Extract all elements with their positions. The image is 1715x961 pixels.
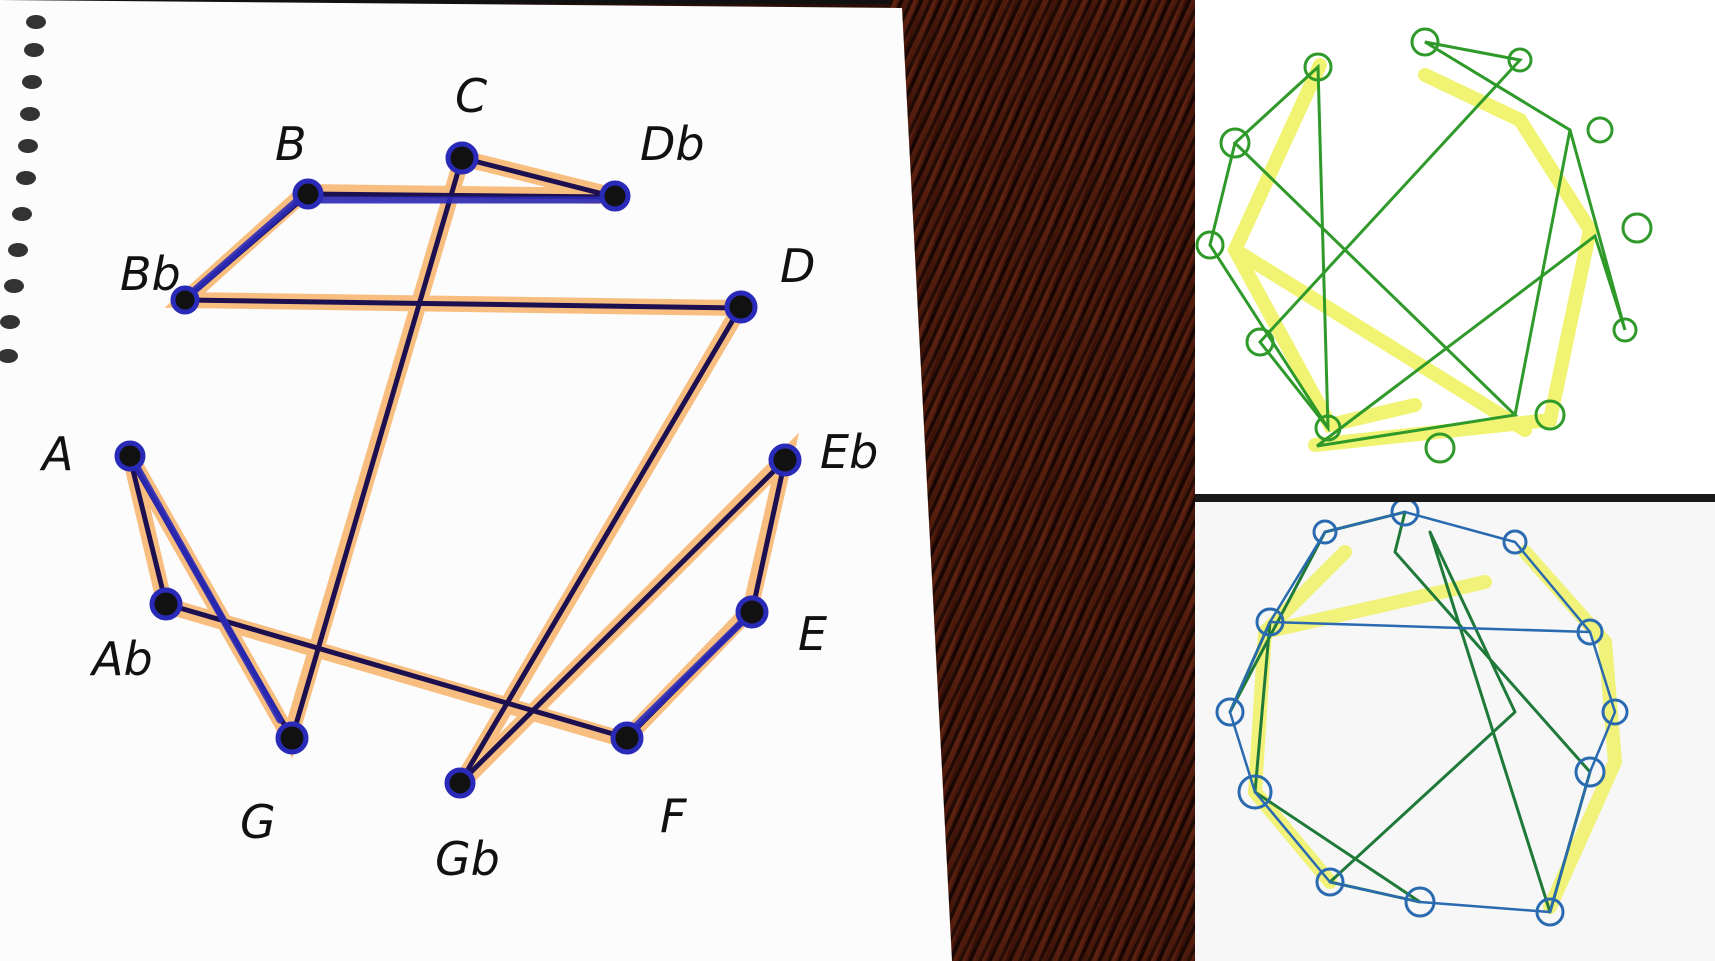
spiral-binding: [0, 15, 46, 363]
note-labels: C Db D Eb E F Gb G Ab A Bb B: [39, 69, 878, 886]
label-d: D: [780, 239, 815, 293]
node-3: [1195, 230, 1225, 260]
label-a: A: [39, 427, 73, 481]
node-ab: [149, 587, 183, 621]
node-9: [1621, 212, 1653, 244]
node-b: [292, 178, 324, 210]
node-8: [1315, 867, 1345, 897]
connection-lines: [127, 155, 788, 786]
node-7: [1404, 886, 1436, 918]
node-11: [1255, 607, 1285, 637]
node-12: [1312, 519, 1338, 545]
node-e: [735, 595, 769, 629]
node-a: [114, 440, 146, 472]
node-6: [1424, 432, 1456, 464]
blue-green-star-diagram: [1215, 502, 1629, 927]
label-e: E: [798, 607, 827, 661]
node-7: [1534, 399, 1566, 431]
note-nodes: [114, 141, 802, 799]
node-bb: [170, 285, 200, 315]
label-ab: Ab: [89, 632, 153, 686]
node-eb: [768, 443, 802, 477]
node-5: [1574, 756, 1606, 788]
node-4: [1245, 327, 1275, 357]
green-star-diagram: [1195, 27, 1653, 464]
node-9: [1237, 774, 1273, 810]
node-1: [1390, 502, 1420, 527]
panel-divider: [1195, 494, 1715, 502]
node-1: [1303, 52, 1333, 82]
node-11: [1507, 47, 1533, 73]
node-c: [445, 141, 479, 175]
label-gb: Gb: [435, 832, 500, 886]
top-right-sketch-panel: [1195, 0, 1715, 494]
label-g: G: [240, 795, 276, 849]
label-f: F: [660, 789, 687, 843]
node-5: [1314, 414, 1342, 442]
label-db: Db: [640, 117, 705, 171]
node-3: [1576, 618, 1604, 646]
node-12: [1410, 27, 1440, 57]
top-border: [0, 0, 1715, 4]
node-10: [1215, 697, 1245, 727]
node-db: [599, 180, 631, 212]
node-4: [1601, 698, 1629, 726]
node-g: [275, 721, 309, 755]
node-d: [724, 290, 758, 324]
node-8: [1612, 317, 1638, 343]
bottom-right-sketch-panel: [1195, 502, 1715, 961]
label-eb: Eb: [820, 425, 878, 479]
label-bb: Bb: [120, 247, 181, 301]
note-circle-diagram: C Db D Eb E F Gb G Ab A Bb B: [39, 69, 878, 886]
label-b: B: [275, 117, 307, 171]
node-2: [1219, 127, 1251, 159]
label-c: C: [455, 69, 487, 123]
node-10: [1586, 116, 1614, 144]
node-gb: [444, 767, 476, 799]
node-2: [1502, 529, 1528, 555]
node-f: [610, 721, 644, 755]
node-6: [1535, 897, 1565, 927]
